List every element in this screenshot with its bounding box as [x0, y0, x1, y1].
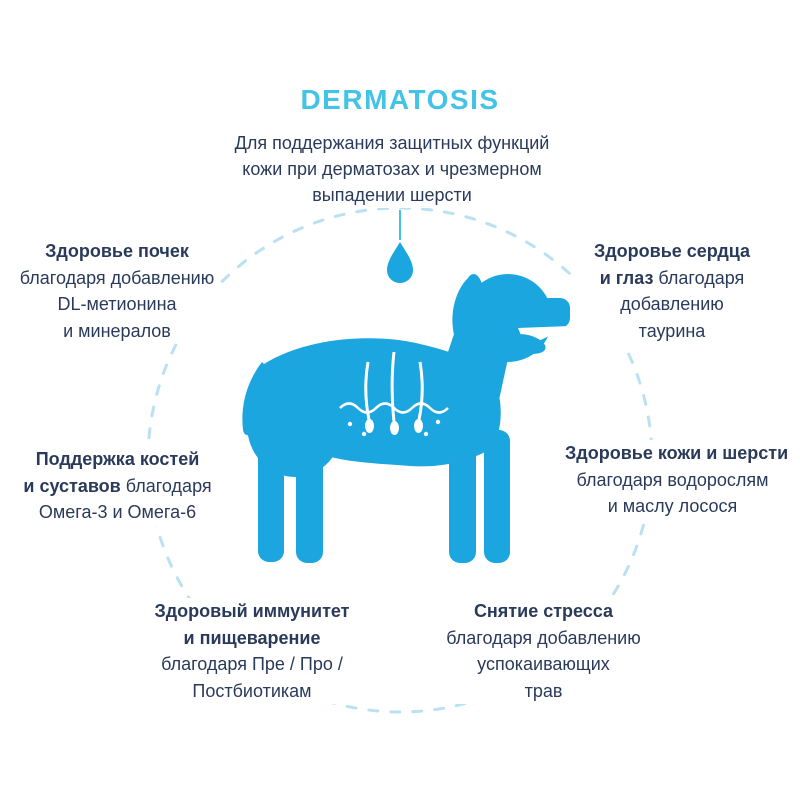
benefit-line: благодаря водорослям: [576, 469, 769, 490]
benefit-line: добавлению: [620, 294, 724, 314]
benefit-line: Омега-3 и Омега-6: [38, 502, 197, 522]
benefit-block-heart-eyes: Здоровье сердца и глаз благодаря добавлени…: [572, 238, 772, 344]
droplet-icon: [387, 242, 413, 283]
benefit-line: и маслу лосося: [607, 496, 738, 516]
subtitle-line: выпадении шерсти: [312, 185, 472, 205]
benefit-line: благодаря Пре / Про /: [161, 654, 343, 674]
benefit-line: таурина: [638, 320, 706, 341]
benefit-line: успокаивающих: [477, 654, 610, 674]
benefit-line: DL-метионина: [57, 294, 177, 314]
benefit-line: и глаз благодаря: [599, 267, 745, 288]
benefit-block-skin-coat: Здоровье кожи и шерсти благодаря водоросл…: [565, 440, 789, 520]
subtitle-line: Для поддержания защитных функций: [234, 133, 550, 153]
benefit-line: трав: [524, 680, 563, 701]
benefit-line: Здоровье сердца: [593, 241, 751, 261]
benefit-block-immunity-digestion: Здоровый иммунитет и пищеварение благодаря…: [137, 598, 367, 704]
benefit-line: благодаря добавлению: [446, 627, 641, 648]
benefit-line: Здоровье кожи и шерсти: [565, 443, 789, 463]
benefit-line: Здоровье почек: [45, 241, 189, 261]
hair-follicle-icon: [339, 351, 449, 437]
benefit-line: благодаря добавлению: [19, 267, 215, 288]
benefit-line: Здоровый иммунитет: [154, 601, 350, 621]
dog-ear: [452, 274, 485, 353]
benefit-line: и суставов благодаря: [23, 475, 212, 496]
page-title: DERMATOSIS: [300, 84, 500, 115]
subtitle-line: кожи при дерматозах и чрезмерном: [242, 159, 542, 179]
benefit-line: и минералов: [63, 320, 171, 341]
benefit-line: Постбиотикам: [192, 680, 312, 701]
benefit-line: Снятие стресса: [473, 601, 614, 621]
benefit-line: и пищеварение: [183, 627, 321, 648]
benefit-line: Поддержка костей: [35, 449, 200, 469]
dog-silhouette: [242, 274, 570, 563]
subtitle: Для поддержания защитных функций кожи пр…: [222, 130, 562, 208]
benefit-block-stress: Снятие стресса благодаря добавлению успока…: [436, 598, 651, 704]
